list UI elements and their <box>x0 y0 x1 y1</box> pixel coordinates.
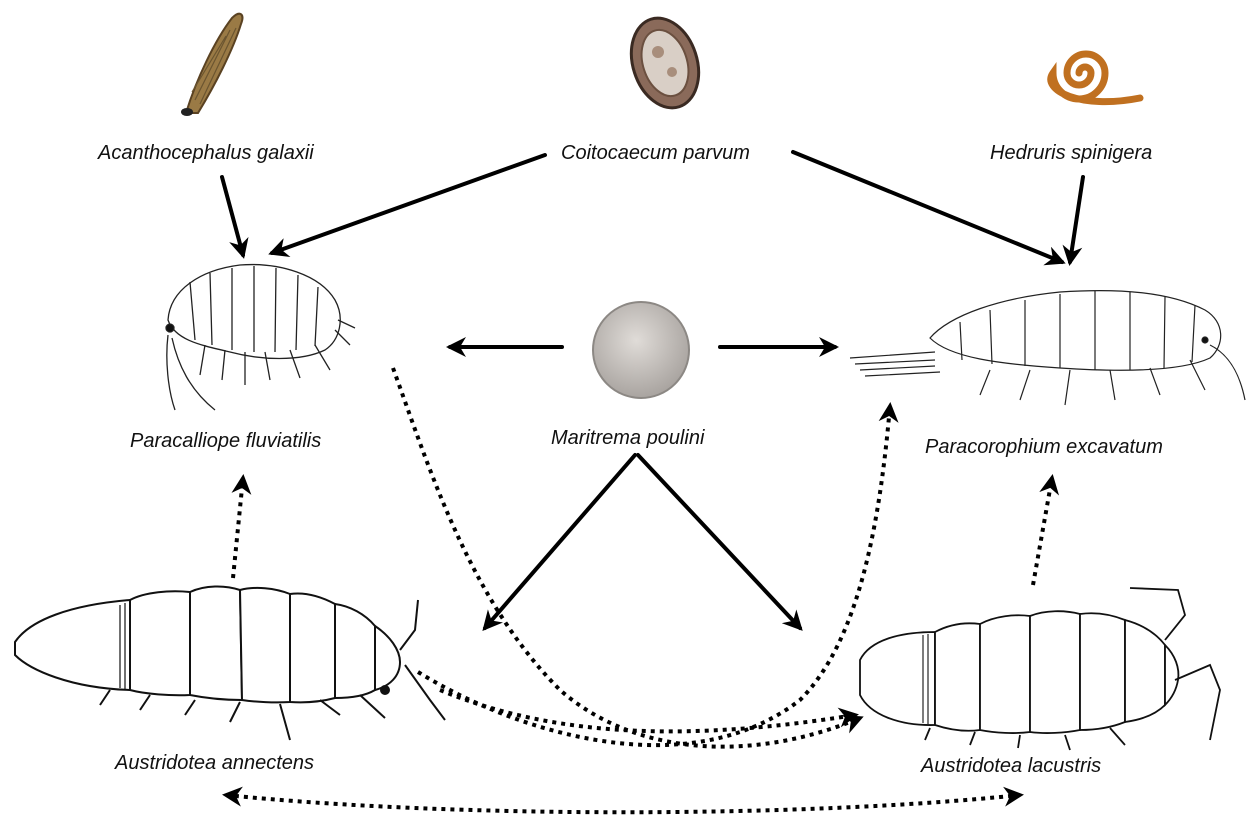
label-acanthocephalus: Acanthocephalus galaxii <box>98 142 314 165</box>
arrow-acanthocephalus-to-paracalliope <box>222 177 243 255</box>
dotted-arrow-paracalliope-to-lacustris <box>393 368 860 747</box>
maritrema-illustration <box>593 302 689 398</box>
arrow-maritrema-to-lacustris <box>638 455 800 628</box>
label-coitocaecum: Coitocaecum parvum <box>561 142 750 165</box>
annectens-illustration <box>15 586 445 740</box>
lacustris-illustration <box>860 588 1220 750</box>
dotted-arrow-annectens-to-paracalliope <box>233 478 243 578</box>
paracorophium-illustration <box>850 291 1245 405</box>
arrow-hedruris-to-paracorophium <box>1070 177 1083 262</box>
arrow-maritrema-to-annectens <box>485 455 635 628</box>
dotted-arrow-annectens-to-paracorophium <box>418 406 890 745</box>
coitocaecum-illustration <box>620 9 709 116</box>
dotted-arrow-lacustris-to-paracorophium <box>1033 478 1052 585</box>
label-paracalliope: Paracalliope fluviatilis <box>130 430 321 453</box>
dotted-arrow-annectens-lacustris-bidirectional <box>226 795 1020 812</box>
arrow-coitocaecum-to-paracalliope <box>272 155 545 253</box>
hedruris-illustration <box>1051 54 1140 102</box>
label-annectens: Austridotea annectens <box>115 752 314 775</box>
label-hedruris: Hedruris spinigera <box>990 142 1152 165</box>
label-lacustris: Austridotea lacustris <box>921 755 1101 778</box>
acanthocephalus-illustration <box>181 14 242 116</box>
label-maritrema: Maritrema poulini <box>551 427 704 450</box>
arrow-coitocaecum-to-paracorophium <box>793 152 1062 262</box>
dotted-arrow-annectens-to-lacustris <box>440 690 855 731</box>
label-paracorophium: Paracorophium excavatum <box>925 436 1163 459</box>
paracalliope-illustration <box>166 265 355 410</box>
